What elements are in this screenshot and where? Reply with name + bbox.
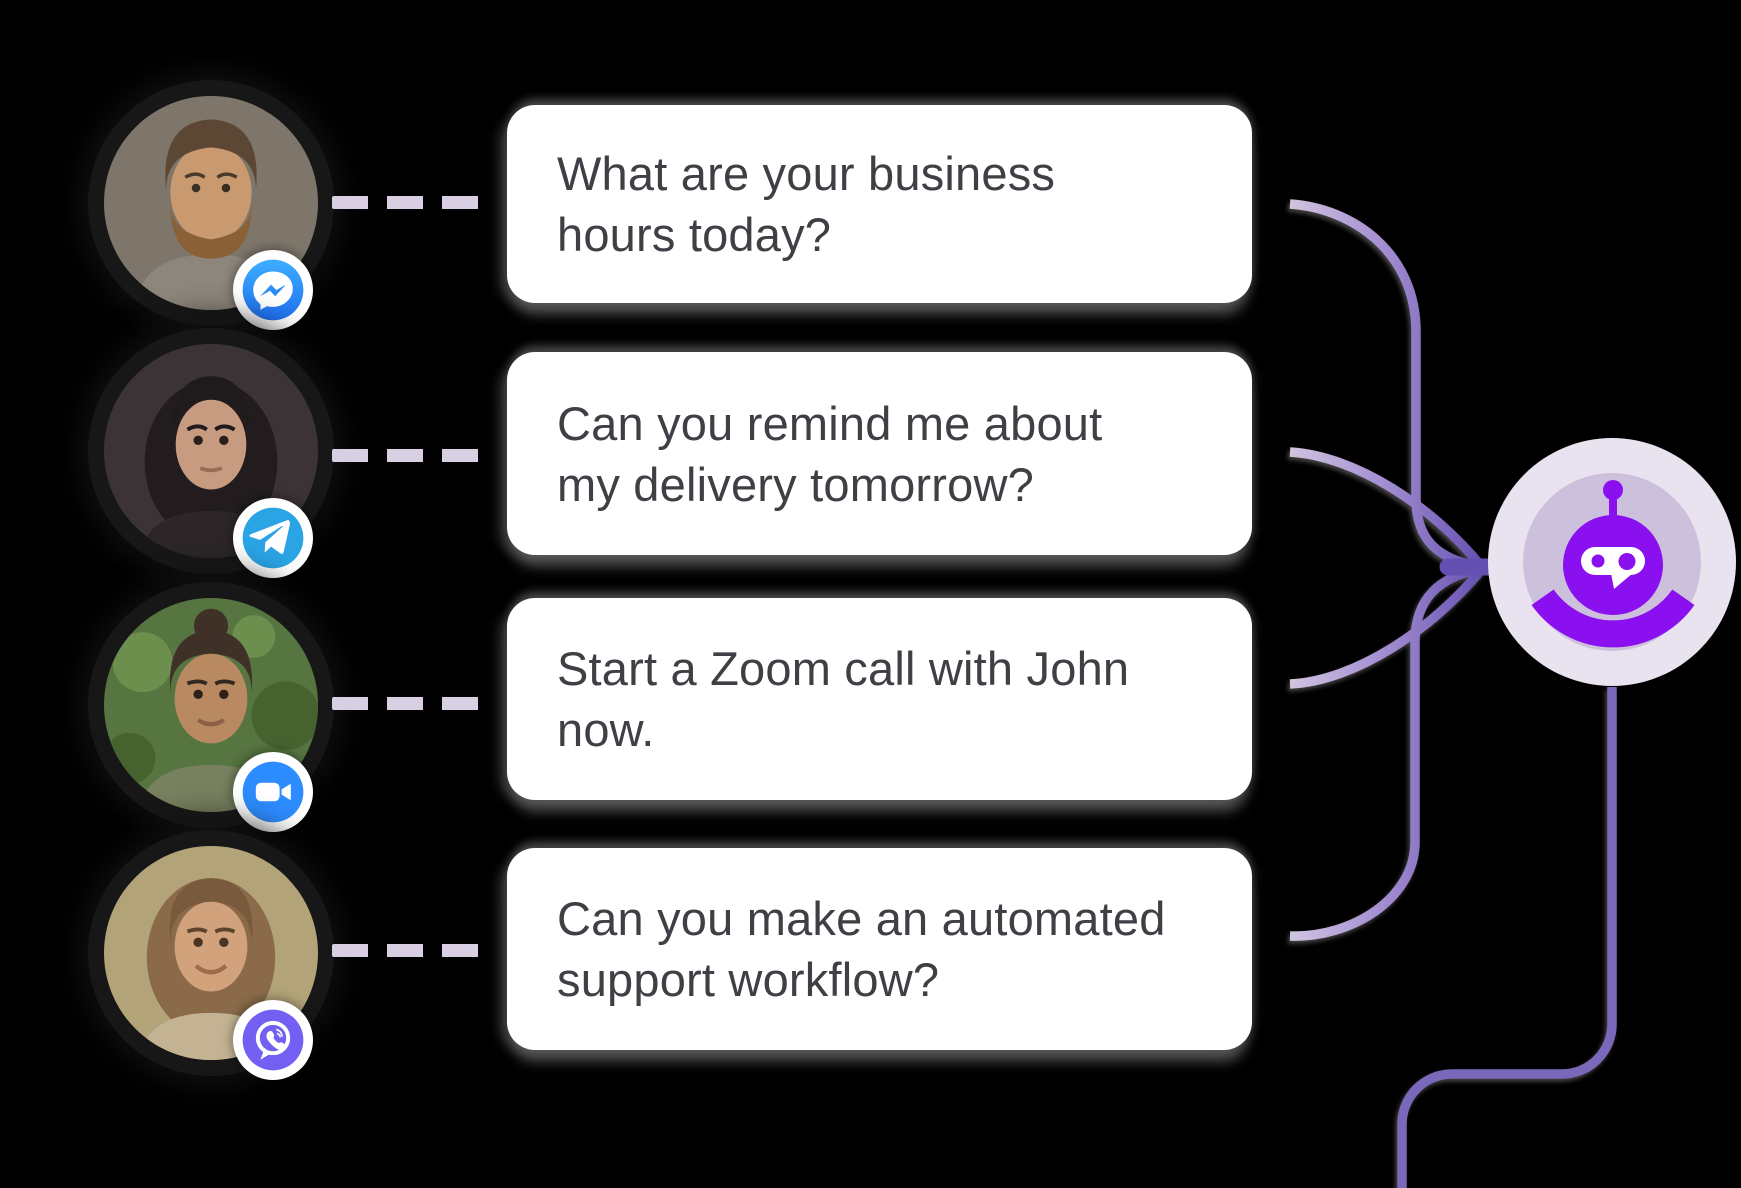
connector-message-2 (1289, 447, 1486, 571)
telegram-icon (242, 507, 304, 569)
messenger-badge (233, 250, 313, 330)
dashed-link-1 (332, 196, 482, 209)
viber-badge (233, 1000, 313, 1080)
telegram-badge (233, 498, 313, 578)
user-avatar-messenger (104, 96, 318, 330)
avatar-photo (104, 846, 318, 1060)
zoom-badge (233, 752, 313, 832)
messenger-icon (242, 259, 304, 321)
connector-message-4 (1289, 564, 1483, 941)
connector-message-1 (1289, 199, 1483, 572)
dashed-link-4 (332, 944, 482, 957)
dashed-link-2 (332, 449, 482, 462)
user-avatar-viber (104, 846, 318, 1080)
chatbot-icon (1488, 438, 1736, 686)
dashed-link-3 (332, 697, 482, 710)
user-avatar-telegram (104, 344, 318, 578)
zoom-icon (242, 761, 304, 823)
user-avatar-zoom (104, 598, 318, 832)
viber-icon (242, 1009, 304, 1071)
connector-message-3 (1289, 566, 1486, 689)
bot-output-line (1397, 687, 1617, 1188)
